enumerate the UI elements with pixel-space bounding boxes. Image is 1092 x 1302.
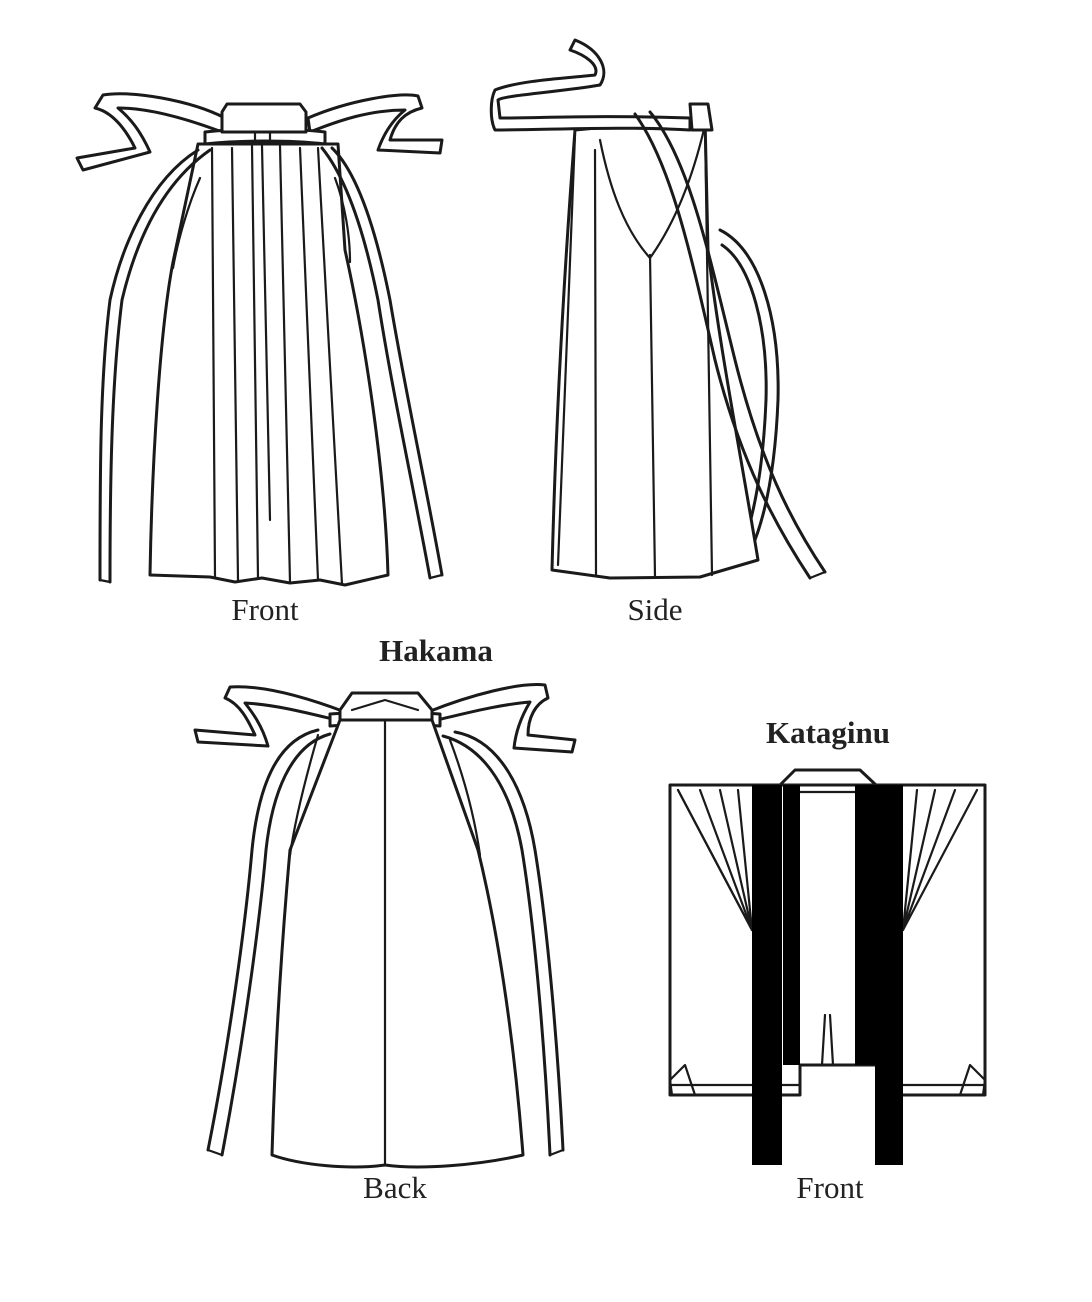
kataginu-body — [668, 783, 987, 1097]
back-right-tie — [426, 683, 577, 754]
hakama-side-drawing — [489, 38, 827, 580]
side-upper-tie — [489, 38, 692, 132]
right-tie — [306, 93, 444, 155]
hakama-title: Hakama — [379, 633, 493, 668]
left-tie — [75, 92, 227, 172]
hakama-back-drawing — [193, 683, 577, 1169]
back-left-tie — [193, 685, 347, 748]
kataginu-front-drawing — [668, 768, 987, 1165]
kataginu-title: Kataginu — [765, 715, 891, 750]
back-panel — [270, 718, 525, 1169]
right-collar-band — [875, 785, 903, 1165]
hakama-front-label: Front — [231, 592, 299, 627]
left-inner-band — [783, 785, 800, 1065]
hakama-side-label: Side — [627, 592, 683, 627]
side-board — [688, 102, 714, 132]
left-collar-band — [752, 785, 782, 1165]
front-panel — [148, 142, 390, 587]
hakama-front-drawing — [75, 92, 444, 587]
back-board-plate — [338, 691, 434, 722]
right-inner-band — [855, 785, 875, 1065]
hakama-back-label: Back — [363, 1170, 427, 1205]
kataginu-front-label: Front — [796, 1170, 864, 1205]
back-board — [220, 102, 308, 134]
kataginu-collar — [778, 768, 878, 787]
